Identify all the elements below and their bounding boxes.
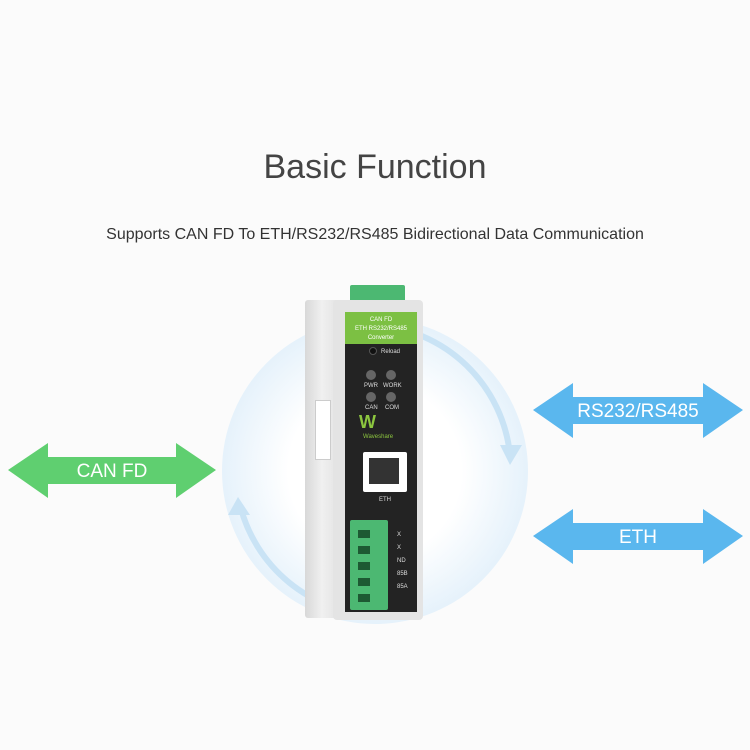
rs232-rs485-label: RS232/RS485 (577, 401, 698, 422)
page-subtitle: Supports CAN FD To ETH/RS232/RS485 Bidir… (106, 226, 644, 243)
bottom-terminal-block[interactable] (350, 520, 388, 610)
work-label: WORK (383, 383, 402, 389)
can-fd-label: CAN FD (77, 461, 148, 482)
terminal-label: 85B (397, 571, 408, 577)
com-label: COM (385, 405, 399, 411)
side-sticker (315, 400, 331, 460)
reload-button[interactable] (369, 347, 377, 355)
can-label: CAN (365, 405, 378, 411)
reload-label: Reload (381, 349, 401, 355)
can-fd-double-arrow: CAN FD (8, 443, 216, 498)
pwr-led (366, 370, 376, 380)
terminal-label: X (397, 545, 402, 551)
panel-label-line: CAN FD (369, 317, 393, 323)
can-led (366, 392, 376, 402)
page-title: Basic Function (263, 148, 487, 186)
panel-label: CAN FD ETH RS232/RS485 Converter (345, 312, 417, 344)
brand-label: Waveshare (363, 434, 394, 440)
eth-label: ETH (619, 527, 657, 548)
terminal-label: 85A (397, 584, 408, 590)
pwr-label: PWR (364, 383, 378, 389)
eth-double-arrow: ETH (533, 509, 743, 564)
eth-port-label: ETH (379, 497, 391, 503)
rs232-rs485-double-arrow: RS232/RS485 (533, 383, 743, 438)
com-led (386, 392, 396, 402)
top-terminal-block (350, 285, 405, 303)
waveshare-logo-icon: W (359, 412, 376, 432)
panel-label-line: Converter (367, 335, 395, 341)
terminal-label: X (397, 532, 402, 538)
eth-port[interactable] (363, 452, 407, 492)
panel-label-line: ETH RS232/RS485 (354, 326, 408, 332)
terminal-label: ND (397, 558, 406, 564)
work-led (386, 370, 396, 380)
